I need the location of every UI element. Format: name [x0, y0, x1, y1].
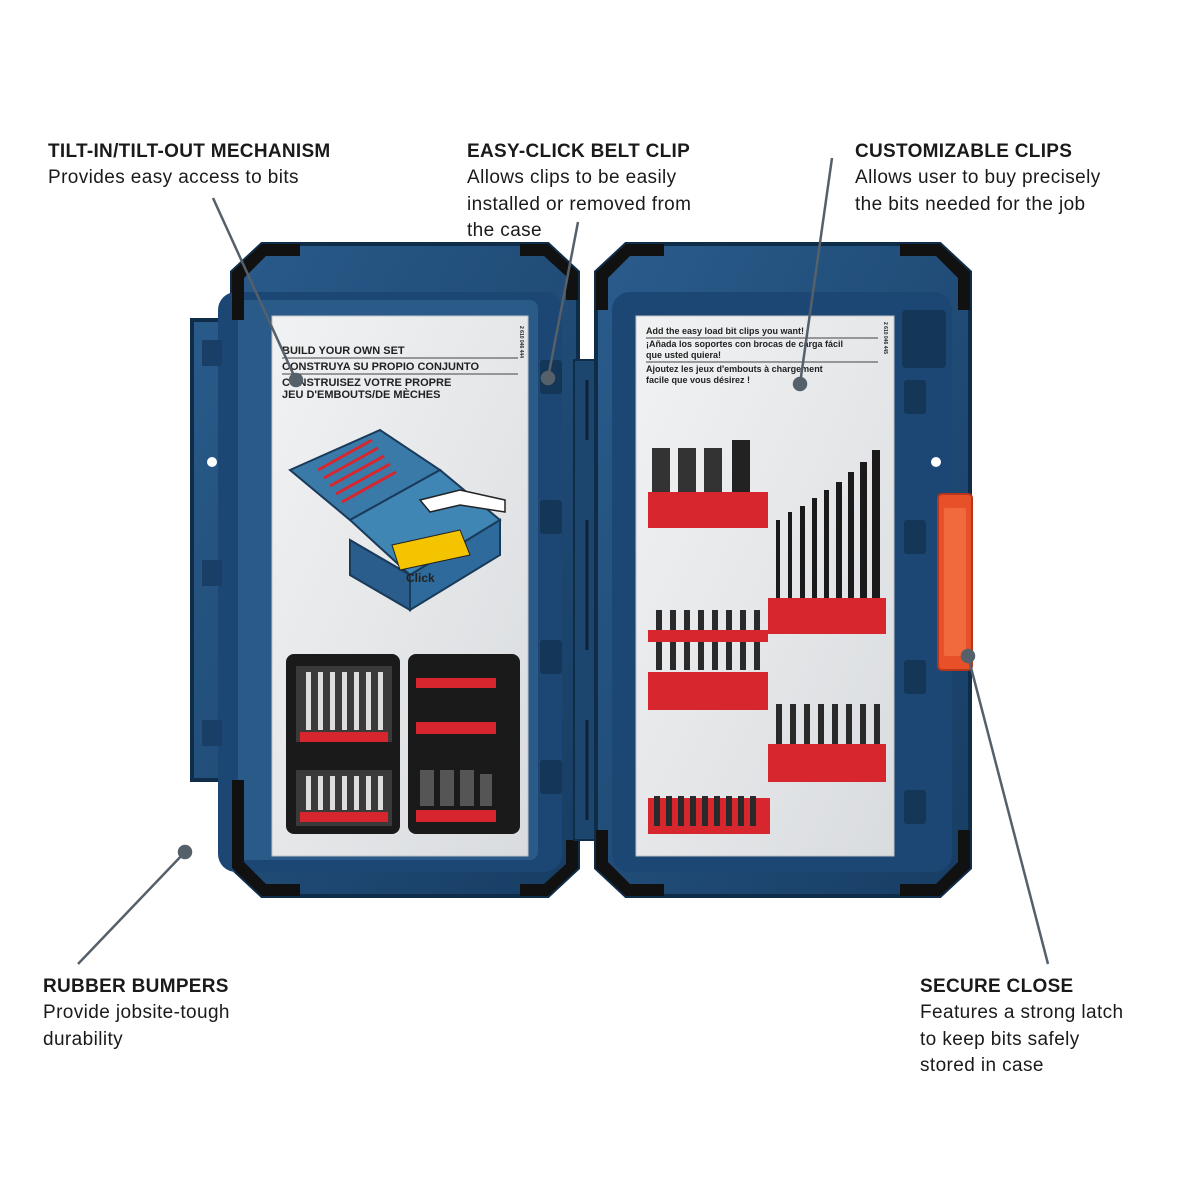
card-case-illustration: Click — [288, 428, 506, 612]
right-card-line1: Add the easy load bit clips you want! — [646, 326, 804, 336]
right-card-line2: ¡Añada los soportes con brocas de carga … — [646, 339, 843, 349]
left-card-line2: CONSTRUYA SU PROPIO CONJUNTO — [282, 361, 479, 373]
callout-customizable-clips: CUSTOMIZABLE CLIPS Allows user to buy pr… — [855, 139, 1101, 218]
callout-secure-close: SECURE CLOSE Features a strong latch to … — [920, 974, 1124, 1080]
bit-clip-drill-bits — [768, 450, 886, 634]
callout-title: EASY-CLICK BELT CLIP — [467, 141, 691, 162]
callout-description: Provide jobsite-tough durability — [43, 1002, 230, 1050]
left-card-line3: CONSTRUISEZ VOTRE PROPRE — [282, 377, 451, 389]
right-card-line3: que usted quiera! — [646, 350, 721, 360]
callout-description: Allows clips to be easily installed or r… — [467, 167, 692, 241]
left-instruction-card: BUILD YOUR OWN SET CONSTRUYA SU PROPIO C… — [271, 315, 529, 857]
callout-belt-clip: EASY-CLICK BELT CLIP Allows clips to be … — [467, 139, 691, 245]
left-card-part-no: 2 610 046 444 — [518, 326, 524, 358]
callout-tilt-mechanism: TILT-IN/TILT-OUT MECHANISM Provides easy… — [48, 139, 331, 192]
right-instruction-card: Add the easy load bit clips you want! ¡A… — [635, 315, 895, 857]
callout-description: Allows user to buy precisely the bits ne… — [855, 167, 1101, 215]
left-card-line4: JEU D'EMBOUTS/DE MÈCHES — [282, 388, 440, 401]
bit-clip-power-bits — [648, 610, 768, 710]
click-label: Click — [406, 571, 435, 585]
right-card-line4: Ajoutez les jeux d'embouts à chargement — [646, 364, 823, 374]
callout-leader-lines — [77, 157, 1050, 965]
callout-rubber-bumpers: RUBBER BUMPERS Provide jobsite-tough dur… — [43, 974, 230, 1053]
bit-clip-short-bits — [768, 704, 886, 782]
card-mini-cases — [286, 654, 520, 834]
callout-title: CUSTOMIZABLE CLIPS — [855, 141, 1073, 162]
callout-title: TILT-IN/TILT-OUT MECHANISM — [48, 141, 331, 162]
callout-description: Features a strong latch to keep bits saf… — [920, 1002, 1124, 1076]
left-card-line1: BUILD YOUR OWN SET — [282, 345, 405, 357]
bit-clip-nutsetters — [648, 440, 768, 528]
bit-clip-insert-bits — [648, 796, 770, 834]
callout-title: RUBBER BUMPERS — [43, 976, 229, 997]
callout-title: SECURE CLOSE — [920, 976, 1074, 997]
callout-description: Provides easy access to bits — [48, 167, 299, 188]
rubber-bumper-icon — [232, 244, 300, 320]
right-card-part-no: 2 610 046 445 — [882, 322, 888, 354]
right-card-line5: facile que vous désirez ! — [646, 375, 750, 385]
